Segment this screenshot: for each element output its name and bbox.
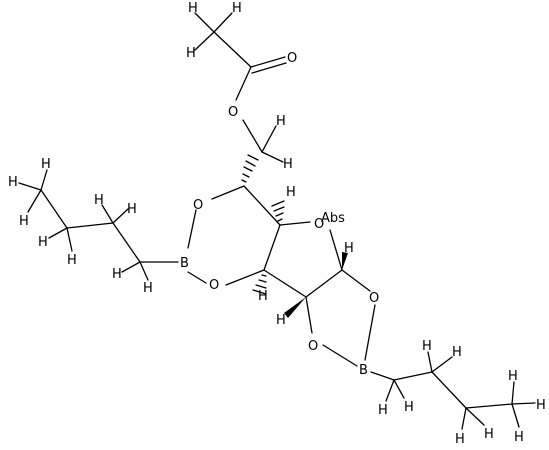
bond-c3r-c4r — [465, 403, 513, 409]
bond-oester-ch2 — [242, 119, 263, 153]
atom-h: H — [404, 400, 414, 415]
bond-b2-o — [322, 344, 358, 367]
bond-c5-o — [211, 185, 245, 200]
bond-co-1 — [250, 56, 286, 68]
atom-h: H — [286, 185, 296, 200]
bond-c2-c3 — [263, 269, 307, 298]
bond-h — [18, 182, 42, 191]
atom-o-ring-left-top: O — [193, 198, 203, 213]
atom-h: H — [232, 1, 242, 16]
atom-h: H — [41, 157, 51, 172]
bond-h — [112, 208, 129, 224]
atom-o-ring-right-top: O — [369, 291, 379, 306]
atom-h: H — [514, 430, 524, 445]
bond-c1-c2 — [305, 269, 343, 298]
bond-h — [431, 356, 453, 373]
bond-ch2-h1 — [261, 125, 277, 153]
bond-c1-c2 — [112, 222, 141, 263]
wedge-c2-h — [284, 297, 306, 318]
bond-c2r-c3r — [431, 371, 467, 409]
wedge-c1-h — [342, 252, 348, 270]
atom-h: H — [276, 313, 286, 328]
stereo-bonds — [241, 154, 348, 318]
atom-h: H — [67, 253, 77, 268]
bond-c1r-c2r — [393, 371, 433, 381]
atom-boron-left: B — [180, 256, 189, 271]
bond-c-oester — [235, 66, 252, 101]
bond-b-o2 — [187, 271, 207, 284]
atom-h: H — [344, 241, 354, 256]
bond-ch3-c — [213, 31, 252, 68]
bond-c3-c4 — [40, 189, 68, 229]
bond-h — [27, 189, 42, 213]
atom-h: H — [283, 157, 293, 172]
bond-h — [66, 227, 73, 252]
atom-h: H — [536, 398, 546, 413]
bond-h — [393, 379, 405, 399]
atom-h: H — [94, 193, 104, 208]
atom-h: H — [112, 267, 122, 282]
bond-h — [427, 351, 433, 373]
bond-ch3-h1 — [194, 12, 215, 33]
bond-c3-c4 — [263, 224, 281, 271]
hash-c3-h — [252, 274, 267, 295]
atom-h: H — [378, 403, 388, 418]
bond-h — [40, 169, 48, 191]
bond-ofur-c1 — [329, 229, 343, 271]
bond-c2-c3 — [66, 222, 114, 229]
atom-h: H — [258, 289, 268, 304]
atom-boron-right: B — [359, 363, 368, 378]
atom-h: H — [276, 114, 286, 129]
bond-b-c1r — [370, 371, 395, 381]
bond-h — [121, 261, 141, 273]
bond-h — [101, 204, 114, 224]
bond-h — [465, 407, 485, 426]
atom-h: H — [127, 202, 137, 217]
bond-h — [139, 261, 149, 281]
atom-o-ring-top: O — [314, 217, 324, 232]
atom-h: H — [38, 235, 48, 250]
bond-h — [461, 407, 467, 430]
atom-labels: H H H O O H H O B O H O Abs H O O B H H … — [8, 1, 546, 447]
bond-c1-o — [341, 269, 371, 292]
atom-h: H — [484, 427, 494, 442]
bond-h — [385, 379, 395, 402]
atom-h: H — [8, 175, 18, 190]
bond-ch2-h2 — [261, 151, 284, 163]
atom-h: H — [188, 1, 198, 16]
atom-h: H — [19, 214, 29, 229]
hash-c4-h — [271, 200, 285, 222]
atom-h: H — [455, 432, 465, 447]
bond-o-b2 — [364, 304, 376, 361]
bond-o2-c3 — [225, 269, 265, 286]
bond-ch3-h3 — [194, 31, 215, 51]
bond-h — [48, 227, 68, 239]
atom-h: H — [452, 345, 462, 360]
atom-h: H — [186, 46, 196, 61]
bond-o-b — [187, 209, 197, 249]
bond-o-c2 — [305, 296, 313, 334]
bond-h — [511, 402, 536, 405]
bond-h — [511, 403, 520, 428]
abs-label: Abs — [321, 211, 345, 226]
atom-o-ring-left-bottom: O — [209, 278, 219, 293]
atom-h: H — [422, 339, 432, 354]
atom-o-ester: O — [228, 105, 238, 120]
bond-c4-ofur — [279, 221, 311, 226]
bond-co-2 — [251, 62, 287, 74]
atom-h: H — [508, 369, 518, 384]
bond-h — [511, 381, 515, 405]
bond-ch3-h2 — [213, 12, 233, 33]
atom-o-ring-right-bottom: O — [308, 339, 318, 354]
bond-c4-c5 — [243, 185, 281, 226]
hash-c5-ch2 — [241, 154, 259, 183]
atom-o-carbonyl: O — [287, 51, 297, 66]
bonds — [18, 12, 536, 430]
atom-h: H — [143, 281, 153, 296]
